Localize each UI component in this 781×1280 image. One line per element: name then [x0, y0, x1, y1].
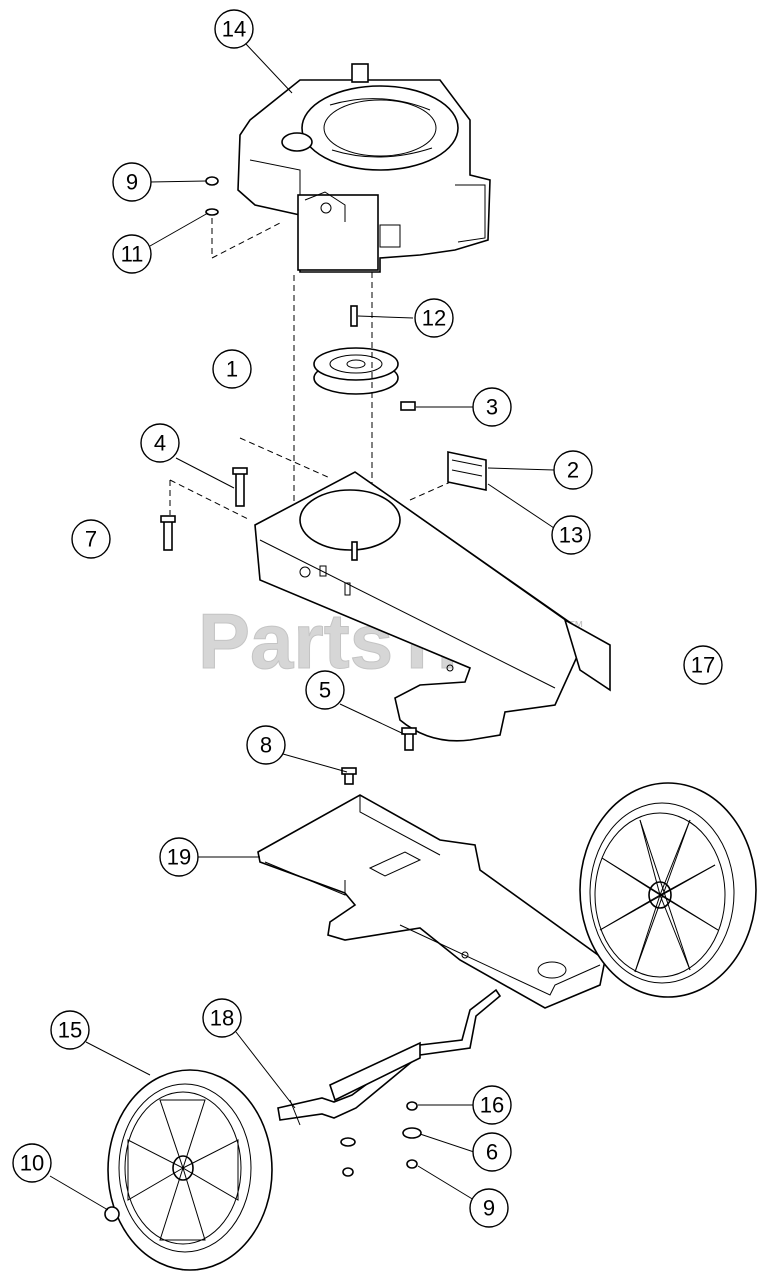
callout-1: 1 — [212, 349, 252, 389]
svg-text:9: 9 — [126, 170, 138, 195]
callout-9-top: 9 — [112, 162, 152, 202]
bolts — [160, 467, 251, 551]
deck-bolts — [341, 727, 417, 785]
callout-9-bottom: 9 — [469, 1188, 509, 1228]
callout-14: 14 — [214, 9, 254, 49]
label-plate — [447, 451, 487, 491]
callout-17: 17 — [683, 645, 723, 685]
svg-text:6: 6 — [486, 1140, 498, 1165]
callout-12: 12 — [414, 298, 454, 338]
svg-text:10: 10 — [20, 1151, 44, 1176]
pulley-part — [313, 347, 416, 411]
alignment-line — [409, 479, 456, 501]
deck-frame — [254, 471, 611, 742]
svg-text:11: 11 — [121, 242, 144, 267]
alignment-line — [239, 437, 331, 479]
svg-text:12: 12 — [422, 306, 446, 331]
callout-16: 16 — [472, 1085, 512, 1125]
svg-text:2: 2 — [567, 458, 579, 483]
key-part — [350, 305, 358, 327]
svg-text:3: 3 — [486, 395, 498, 420]
callout-7: 7 — [71, 519, 111, 559]
svg-text:4: 4 — [154, 431, 166, 456]
engine-drawing — [237, 63, 491, 273]
callout-11: 11 — [112, 234, 152, 274]
svg-text:1: 1 — [226, 357, 238, 382]
svg-text:16: 16 — [480, 1093, 504, 1118]
svg-text:15: 15 — [58, 1018, 82, 1043]
axle — [277, 988, 502, 1126]
left-wheel — [107, 1069, 273, 1271]
svg-text:9: 9 — [483, 1196, 495, 1221]
callout-4: 4 — [140, 423, 180, 463]
svg-text:8: 8 — [260, 733, 272, 758]
svg-text:17: 17 — [691, 653, 715, 678]
callout-8: 8 — [246, 725, 286, 765]
callout-6: 6 — [472, 1132, 512, 1172]
callout-18: 18 — [202, 998, 242, 1038]
svg-text:18: 18 — [210, 1006, 234, 1031]
svg-text:14: 14 — [222, 17, 246, 42]
callout-3: 3 — [472, 387, 512, 427]
axle-hardware — [104, 1101, 422, 1222]
callout-10: 10 — [12, 1143, 52, 1183]
callout-15: 15 — [50, 1010, 90, 1050]
svg-text:7: 7 — [85, 527, 97, 552]
svg-text:5: 5 — [319, 678, 331, 703]
base-frame — [257, 794, 606, 1009]
callout-5: 5 — [305, 670, 345, 710]
right-wheel — [579, 782, 757, 998]
callout-19: 19 — [159, 837, 199, 877]
leader-lines — [49, 43, 555, 1211]
callout-2: 2 — [553, 450, 593, 490]
svg-text:19: 19 — [167, 845, 191, 870]
callout-13: 13 — [551, 515, 591, 555]
svg-text:13: 13 — [559, 523, 583, 548]
